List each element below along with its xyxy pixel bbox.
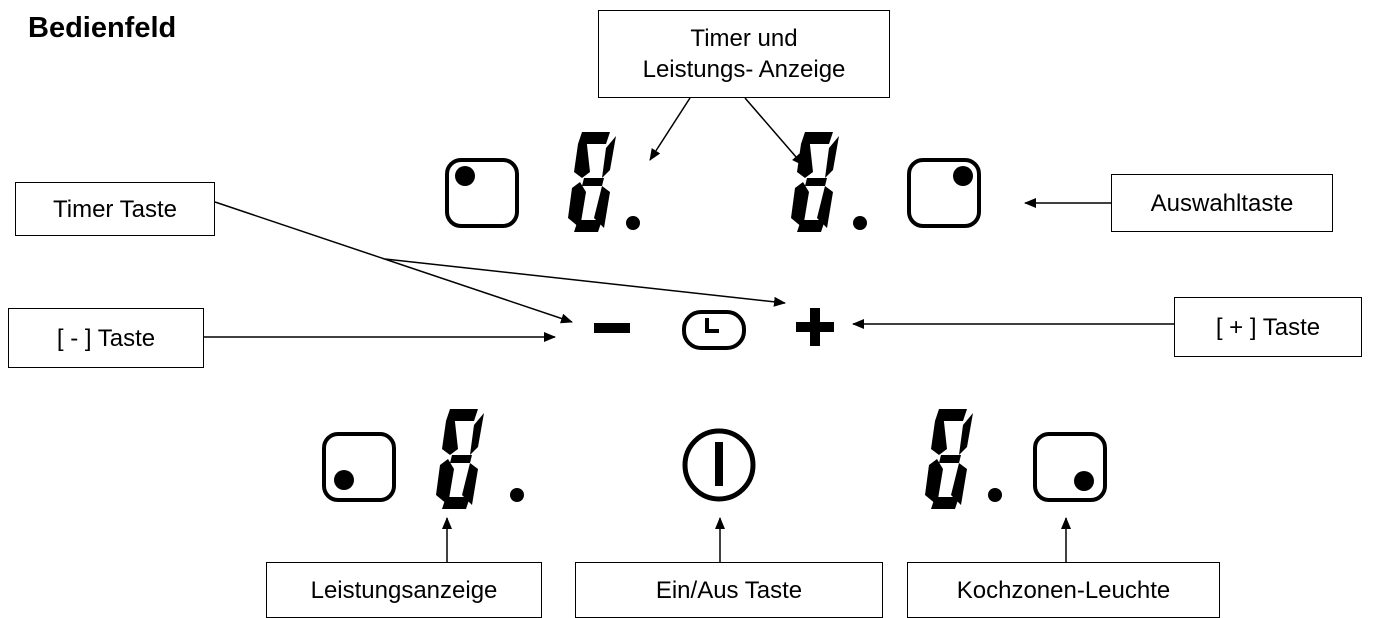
label-zone-light: Kochzonen-Leuchte [907, 562, 1220, 618]
label-timer-display: Timer und Leistungs- Anzeige [598, 10, 890, 98]
zone-button-bottom-left[interactable] [322, 432, 396, 502]
timer-power-display-right [791, 132, 867, 232]
power-level-display-left [436, 409, 524, 509]
label-timer-display-line1: Timer und [690, 25, 798, 52]
zone-button-bottom-right[interactable] [1033, 432, 1107, 502]
on-off-button[interactable] [682, 428, 756, 502]
label-select-key: Auswahltaste [1111, 174, 1333, 232]
timer-power-display-left [568, 132, 640, 232]
timer-button[interactable] [682, 310, 746, 350]
zone-button-top-left[interactable] [445, 158, 519, 228]
diagram-title: Bedienfeld [28, 12, 177, 44]
zone-button-top-right[interactable] [907, 158, 981, 228]
square-dot-icon [334, 470, 354, 490]
arrow-timer-key-plus [384, 258, 786, 307]
minus-icon [594, 323, 630, 333]
square-dot-icon [1074, 471, 1094, 491]
square-dot-icon [455, 166, 475, 186]
power-level-display-right [925, 409, 1002, 509]
label-onoff-key: Ein/Aus Taste [575, 562, 883, 618]
label-timer-key: Timer Taste [15, 182, 215, 236]
plus-button[interactable] [796, 308, 834, 346]
arrow-timer-display-left [649, 97, 691, 161]
label-plus-key: [ + ] Taste [1174, 297, 1362, 357]
label-timer-display-line2: Leistungs- Anzeige [642, 56, 846, 83]
minus-button[interactable] [594, 323, 630, 333]
arrow-timer-key-minus [214, 201, 573, 324]
arrow-timer-display-right [744, 97, 804, 166]
label-power-display: Leistungsanzeige [266, 562, 542, 618]
label-minus-key: [ - ] Taste [8, 308, 204, 368]
square-dot-icon [953, 166, 973, 186]
connector-lines [204, 97, 1174, 562]
